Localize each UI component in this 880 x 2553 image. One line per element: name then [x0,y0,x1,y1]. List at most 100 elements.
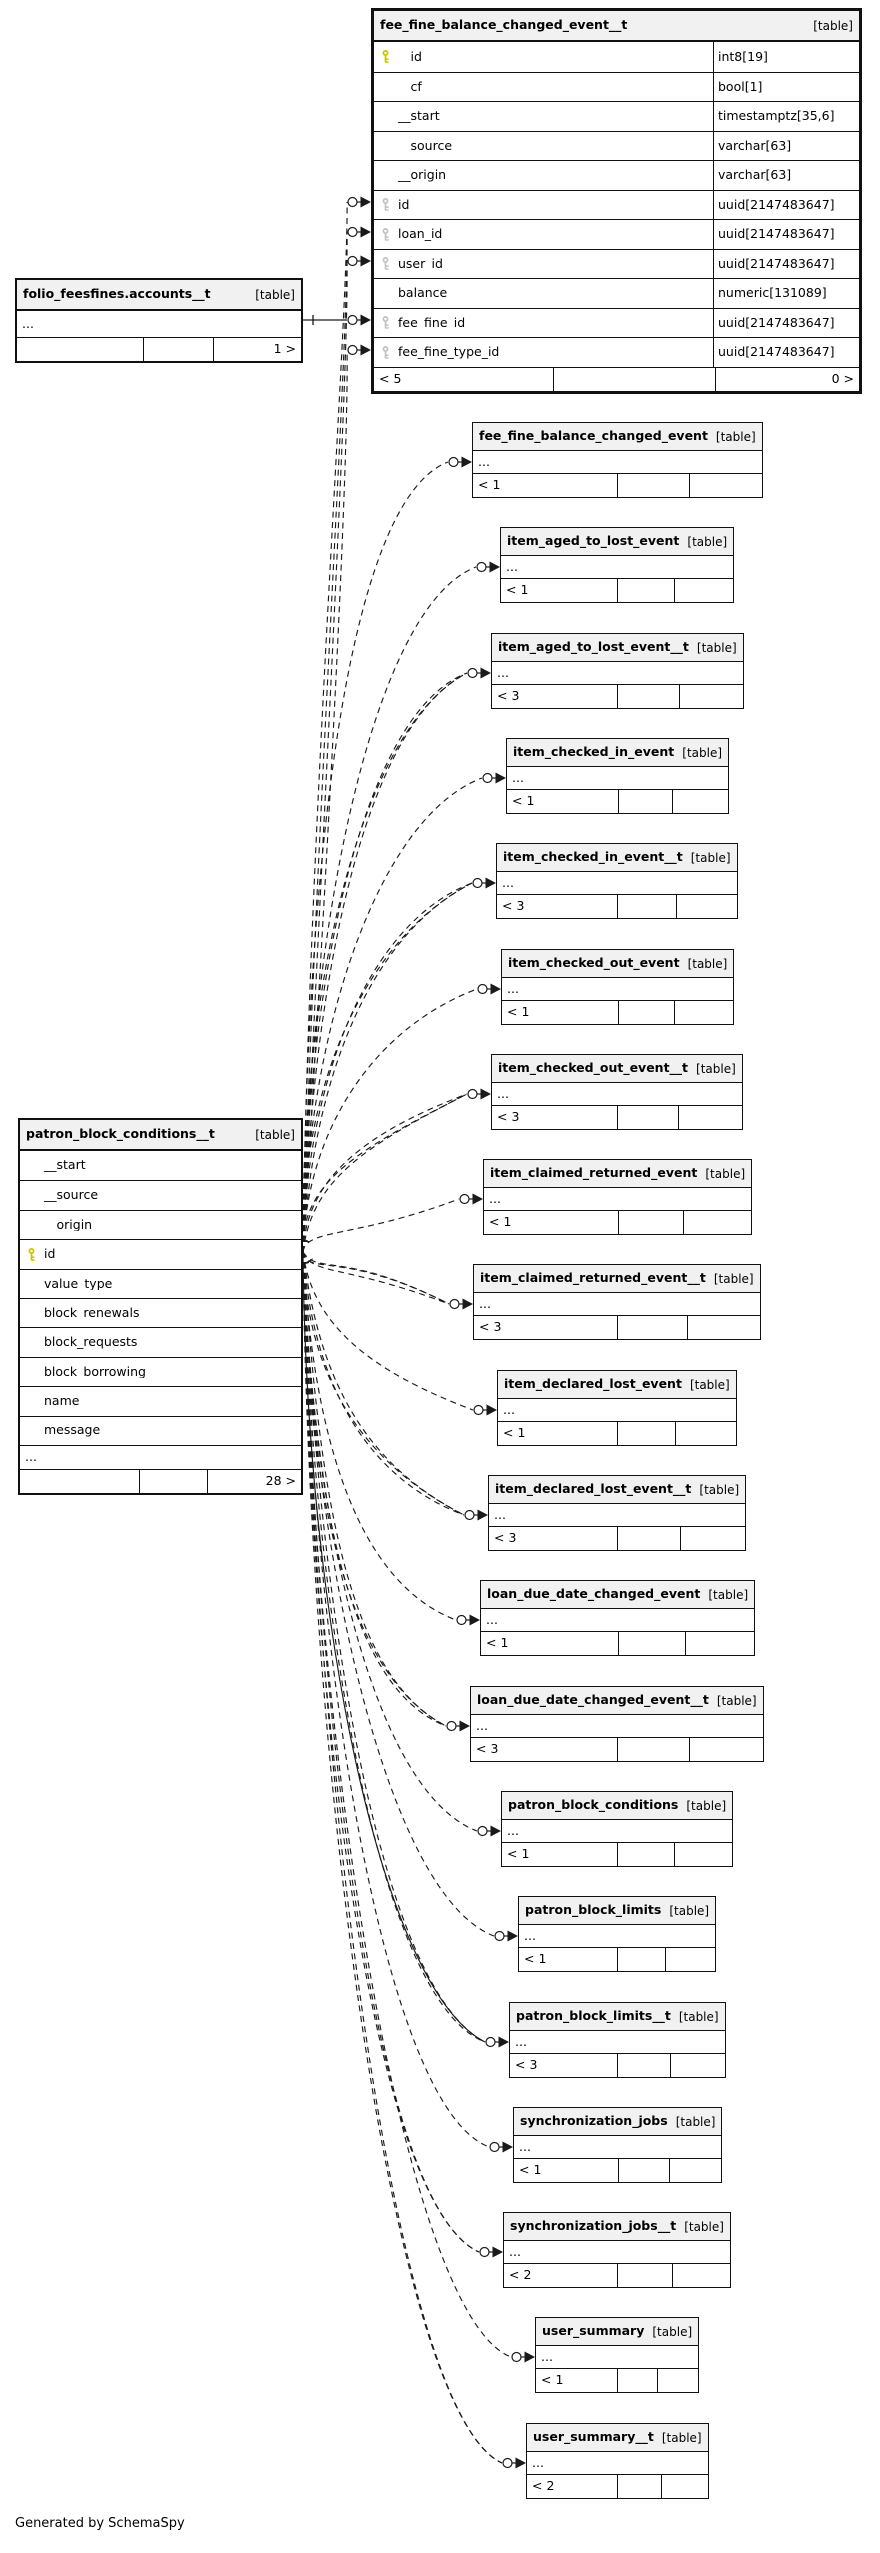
relationship-count-in: < 3 [494,1530,517,1546]
column-name-cell: __origin [374,169,713,182]
relationship-count-out [679,1106,741,1129]
footer-cell [617,1527,682,1550]
footer-row: < 3 [471,1737,763,1761]
footer-cell [616,1422,677,1445]
table-type-tag: [table] [675,2114,716,2129]
primary-key-icon [374,50,398,63]
column-name: name [44,1395,80,1408]
table-type-tag: [table] [686,1798,727,1813]
relationship-count-in: < 3 [479,1319,502,1335]
column-name-cell: __start [374,110,713,123]
table-synchronization-jobs[interactable]: synchronization_jobs[table]...< 1 [513,2107,723,2183]
table-item-checked-in-event-t[interactable]: item_checked_in_event__t[table]...< 3 [496,843,738,919]
table-item-claimed-returned-event[interactable]: item_claimed_returned_event[table]...< 1 [483,1159,753,1235]
column-name-cell: __source [374,140,713,153]
table-columns: ... [519,1925,715,1947]
table-type-tag: [table] [652,2324,693,2339]
relationship-count-out [658,2369,699,2392]
table-patron-block-limits-t[interactable]: patron_block_limits__t[table]...< 3 [509,2002,726,2078]
table-loan-due-date-changed-event-t[interactable]: loan_due_date_changed_event__t[table]...… [470,1686,764,1762]
table-loan-due-date-changed-event[interactable]: loan_due_date_changed_event[table]...< 1 [480,1580,756,1656]
column-name-cell: block_borrowing [20,1366,301,1379]
footer-cell [616,1316,689,1339]
table-header: user_summary__t[table] [527,2424,708,2452]
primary-key-icon [20,1247,44,1261]
table-name: patron_block_limits [525,1902,662,1918]
table-item-declared-lost-event-t[interactable]: item_declared_lost_event__t[table]...< 3 [488,1475,747,1551]
column-name: id [398,198,410,212]
column-name: id [44,1247,56,1261]
column-name: user_id [398,257,443,271]
relationship-count-out: 28 > [265,1473,296,1489]
relationship-count-out [690,1738,763,1761]
ellipsis-row: ... [507,980,519,996]
column-name: __start [398,110,440,123]
relationship-count-out [688,1316,759,1339]
relationship-count-out [675,1843,733,1866]
table-item-checked-out-event[interactable]: item_checked_out_event[table]...< 1 [501,949,735,1025]
footer-row: < 3 [474,1315,760,1339]
foreign-key-icon [374,316,398,329]
table-fee-fine-balance-changed-event-t[interactable]: fee_fine_balance_changed_event__t[table]… [371,8,862,394]
table-type-tag: [table] [689,1377,730,1392]
table-item-aged-to-lost-event-t[interactable]: item_aged_to_lost_event__t[table]...< 3 [491,633,744,709]
table-header: item_declared_lost_event[table] [498,1371,736,1399]
table-header: item_claimed_returned_event__t[table] [474,1265,760,1293]
relationship-count-out [677,895,737,918]
relationship-count-out [666,1948,715,1971]
ellipsis-row: ... [478,453,490,469]
column-name-cell: user_id [374,257,713,270]
table-header: user_summary[table] [536,2318,699,2346]
table-item-declared-lost-event[interactable]: item_declared_lost_event[table]...< 1 [497,1370,737,1446]
relationship-count-out [662,2475,707,2498]
table-synchronization-jobs-t[interactable]: synchronization_jobs__t[table]...< 2 [503,2212,731,2288]
table-name: item_claimed_returned_event__t [480,1270,706,1286]
table-header: loan_due_date_changed_event[table] [481,1581,755,1609]
table-user-summary[interactable]: user_summary[table]...< 1 [535,2317,700,2393]
table-header: item_checked_in_event__t[table] [497,844,737,872]
column-name-cell: __origin [20,1219,301,1232]
table-patron-block-conditions-t[interactable]: patron_block_conditions__t[table]__start… [18,1118,303,1495]
table-type-tag: [table] [687,956,728,971]
column-name: __cf [398,80,422,93]
table-fee-fine-balance-changed-event[interactable]: fee_fine_balance_changed_event[table]...… [472,422,763,498]
column-type: uuid[2147483647] [713,220,859,249]
table-name: item_claimed_returned_event [490,1165,698,1181]
column-name: __source [398,139,453,152]
footer-cell [617,2054,671,2077]
table-name: patron_block_conditions [508,1797,679,1813]
table-item-claimed-returned-event-t[interactable]: item_claimed_returned_event__t[table]...… [473,1264,761,1340]
table-name: synchronization_jobs [520,2113,668,2129]
ellipsis-row: ... [497,1085,509,1101]
table-folio-feesfines-accounts-t[interactable]: folio_feesfines.accounts__t[table]...1 > [15,278,303,363]
table-item-checked-in-event[interactable]: item_checked_in_event[table]...< 1 [506,738,730,814]
footer-row: < 1 [507,789,729,813]
table-header: item_checked_out_event__t[table] [492,1055,742,1083]
column-name-cell: value_type [20,1278,301,1291]
table-patron-block-limits[interactable]: patron_block_limits[table]...< 1 [518,1896,717,1972]
table-patron-block-conditions[interactable]: patron_block_conditions[table]...< 1 [501,1791,734,1867]
table-item-checked-out-event-t[interactable]: item_checked_out_event__t[table]...< 3 [491,1054,743,1130]
table-name: item_checked_out_event__t [498,1060,689,1076]
column-type: uuid[2147483647] [713,190,859,219]
table-type-tag: [table] [699,1482,740,1497]
relationship-count-out [684,1211,751,1234]
table-columns: ... [492,662,743,684]
table-type-tag: [table] [669,1903,710,1918]
ellipsis-row: ... [515,2033,527,2049]
column-name: __origin [44,1218,93,1232]
table-name: fee_fine_balance_changed_event [479,428,708,444]
column-name-cell: block_renewals [20,1307,301,1320]
table-name: fee_fine_balance_changed_event__t [380,17,628,33]
table-item-aged-to-lost-event[interactable]: item_aged_to_lost_event[table]...< 1 [500,527,735,603]
footer-cell [616,1738,690,1761]
table-name: user_summary__t [533,2429,654,2445]
footer-row: 1 > [17,337,301,361]
ellipsis-row: ... [507,1822,519,1838]
ellipsis-row: ... [494,1506,506,1522]
footer-cell [617,790,673,813]
table-user-summary-t[interactable]: user_summary__t[table]...< 2 [526,2423,709,2499]
table-columns: ... [502,1820,732,1842]
table-columns: ... [473,451,762,473]
footer-cell [617,474,690,497]
